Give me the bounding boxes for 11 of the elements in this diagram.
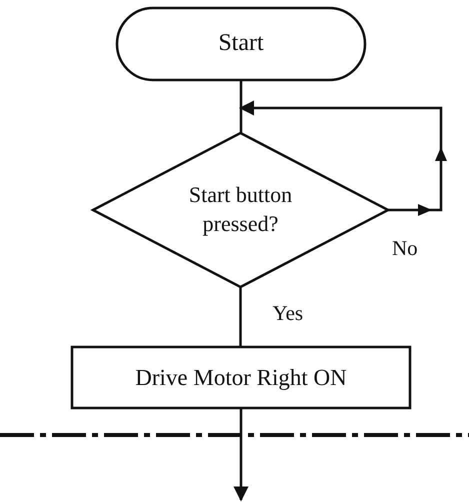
connector	[240, 80, 242, 133]
edge-label: No	[392, 236, 418, 261]
node-label: Drive Motor Right ON	[135, 364, 347, 392]
connector	[234, 408, 248, 502]
loop-arrow	[239, 100, 447, 216]
process-box	[70, 346, 412, 410]
decision-diamond	[90, 132, 391, 288]
node-label: Start	[218, 29, 264, 58]
edge-label: Yes	[272, 301, 304, 326]
node-label: Start button pressed?	[188, 181, 294, 238]
connector	[239, 287, 242, 347]
